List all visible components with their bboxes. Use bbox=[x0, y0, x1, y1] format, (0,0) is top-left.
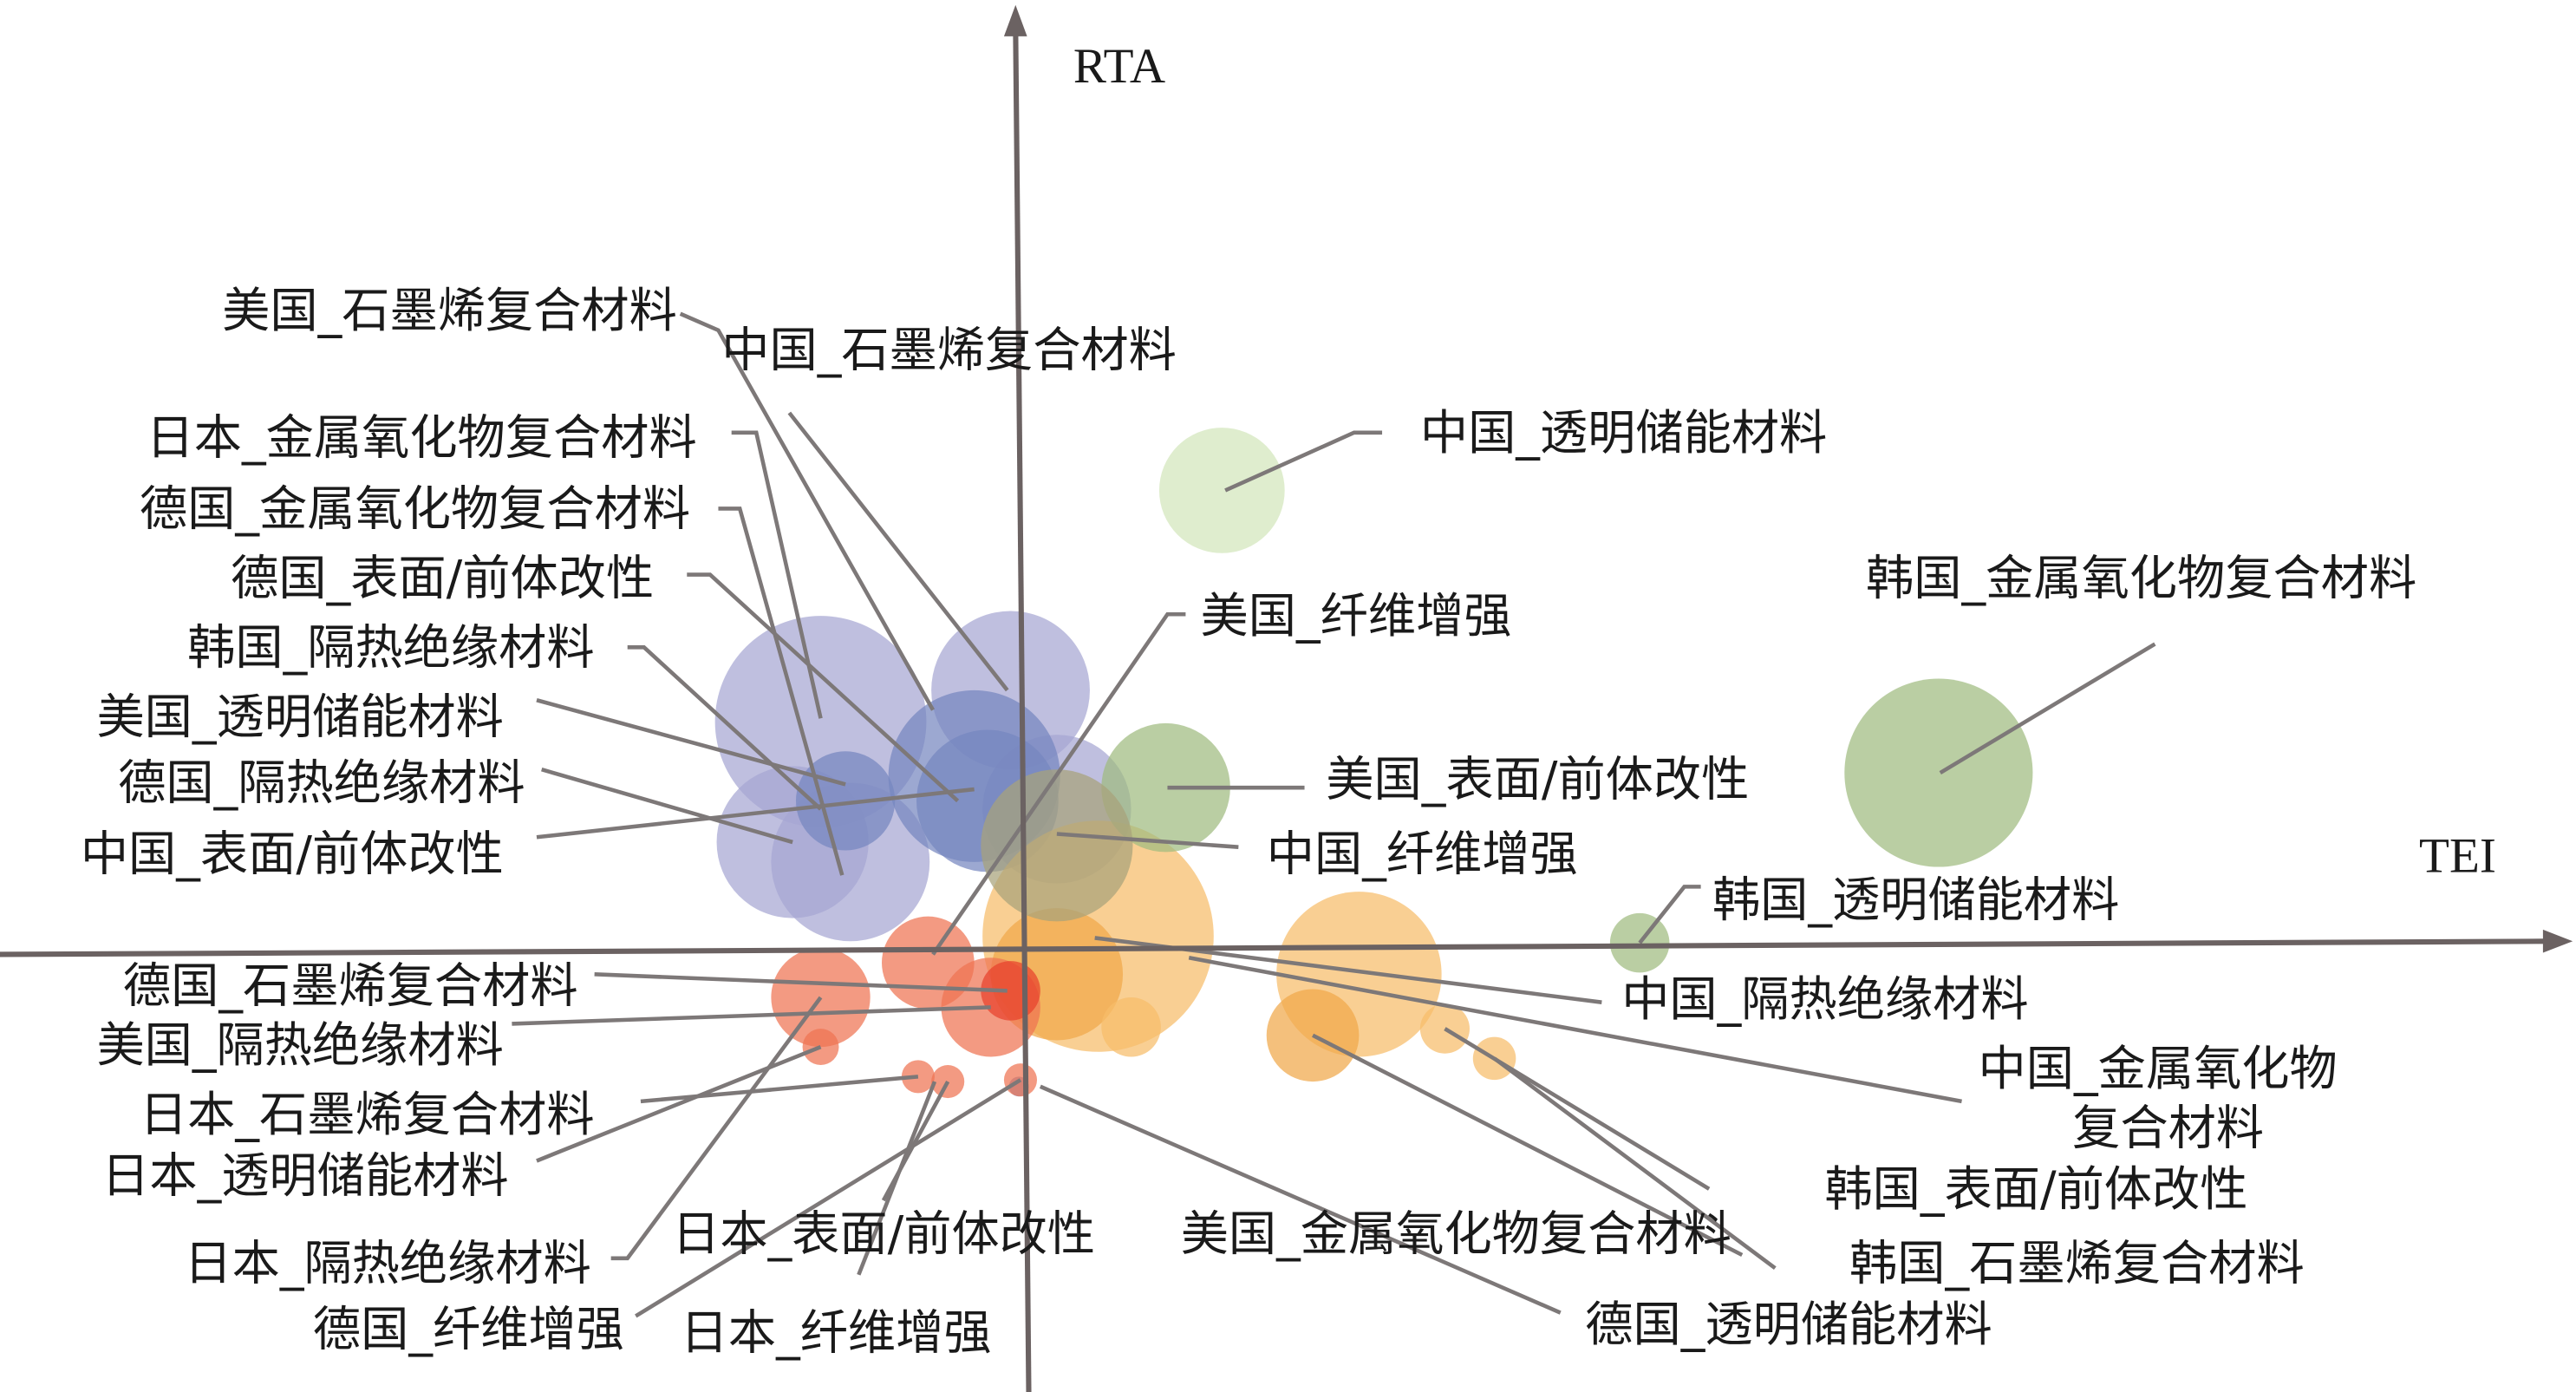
leader-line bbox=[635, 1078, 1022, 1318]
leader-line bbox=[1188, 956, 1962, 1104]
y-axis-arrow-icon bbox=[1003, 4, 1027, 36]
data-label: 韩国_表面/前体改性 bbox=[1824, 1162, 2247, 1218]
bubble-red bbox=[931, 1065, 965, 1099]
y-axis-label: RTA bbox=[1073, 39, 1165, 94]
data-labels: 美国_石墨烯复合材料中国_石墨烯复合材料日本_金属氧化物复合材料德国_金属氧化物… bbox=[81, 284, 2416, 1362]
leader-line bbox=[1039, 1084, 1562, 1315]
leader-line bbox=[610, 996, 823, 1261]
leader-line bbox=[627, 645, 823, 811]
data-label: 中国_金属氧化物 bbox=[1979, 1042, 2338, 1097]
leader-line bbox=[594, 972, 1008, 993]
data-label: 韩国_透明储能材料 bbox=[1712, 873, 2119, 929]
y-axis bbox=[1013, 23, 1032, 1392]
leader-line bbox=[718, 506, 845, 876]
data-label: 日本_纤维增强 bbox=[681, 1306, 992, 1362]
bubble-red bbox=[802, 1029, 839, 1066]
leader-line bbox=[1312, 1033, 1744, 1258]
bubble-olive bbox=[981, 769, 1133, 922]
data-label: 日本_透明储能材料 bbox=[101, 1149, 508, 1205]
data-label: 德国_隔热绝缘材料 bbox=[118, 756, 525, 812]
bubble-red bbox=[1003, 1063, 1038, 1097]
data-label: 美国_表面/前体改性 bbox=[1326, 753, 1749, 808]
bubble-light_green bbox=[1158, 428, 1285, 553]
data-label: 中国_透明储能材料 bbox=[1420, 406, 1827, 461]
leader-line bbox=[679, 311, 936, 711]
leader-line bbox=[541, 768, 793, 845]
leader-line bbox=[1224, 430, 1383, 493]
data-label: 美国_金属氧化物复合材料 bbox=[1181, 1206, 1731, 1262]
leader-line bbox=[1939, 642, 2156, 774]
data-label: 德国_金属氧化物复合材料 bbox=[140, 481, 690, 537]
leader-line bbox=[731, 430, 823, 719]
bubble-green bbox=[1101, 722, 1230, 853]
data-label: 美国_透明储能材料 bbox=[96, 689, 503, 745]
leader-line bbox=[857, 1081, 937, 1276]
data-label: 韩国_石墨烯复合材料 bbox=[1849, 1237, 2305, 1292]
leader-line bbox=[1493, 1056, 1777, 1271]
data-label: 日本_表面/前体改性 bbox=[672, 1206, 1095, 1262]
leader-line bbox=[536, 787, 975, 840]
data-label: 德国_表面/前体改性 bbox=[231, 551, 654, 606]
leader-line bbox=[536, 698, 846, 787]
axes: RTA TEI bbox=[0, 4, 2573, 1392]
data-label: 中国_纤维增强 bbox=[1267, 827, 1578, 882]
leader-line bbox=[931, 611, 1186, 956]
leader-line bbox=[512, 1005, 991, 1026]
data-label: 德国_石墨烯复合材料 bbox=[123, 959, 578, 1015]
x-axis-arrow-icon bbox=[2542, 929, 2573, 953]
data-label: 中国_表面/前体改性 bbox=[81, 827, 504, 882]
data-label: 日本_隔热绝缘材料 bbox=[184, 1237, 590, 1292]
leader-line bbox=[787, 411, 1009, 692]
leader-line bbox=[536, 1044, 822, 1163]
leader-line bbox=[687, 572, 960, 803]
data-label: 日本_石墨烯复合材料 bbox=[140, 1088, 595, 1143]
data-label: 德国_透明储能材料 bbox=[1585, 1297, 1992, 1353]
data-label: 美国_纤维增强 bbox=[1201, 589, 1512, 644]
x-axis-label: TEI bbox=[2419, 828, 2496, 883]
leader-line bbox=[1056, 832, 1239, 849]
bubble-orange bbox=[1101, 997, 1161, 1057]
leader-line bbox=[640, 1075, 919, 1104]
data-label: 美国_隔热绝缘材料 bbox=[96, 1018, 503, 1074]
data-label: 日本_金属氧化物复合材料 bbox=[147, 411, 697, 467]
data-label: 美国_石墨烯复合材料 bbox=[222, 284, 677, 339]
x-axis bbox=[0, 938, 2557, 957]
data-label: 韩国_金属氧化物复合材料 bbox=[1866, 551, 2416, 606]
data-label: 复合材料 bbox=[2072, 1101, 2264, 1156]
data-label: 中国_隔热绝缘材料 bbox=[1621, 972, 2028, 1028]
data-label: 德国_纤维增强 bbox=[313, 1303, 624, 1358]
bubble-green bbox=[1844, 678, 2033, 867]
leader-line bbox=[1638, 885, 1701, 944]
leader-line bbox=[1444, 1027, 1711, 1191]
data-label: 韩国_隔热绝缘材料 bbox=[187, 620, 594, 676]
data-label: 中国_石墨烯复合材料 bbox=[721, 323, 1177, 379]
